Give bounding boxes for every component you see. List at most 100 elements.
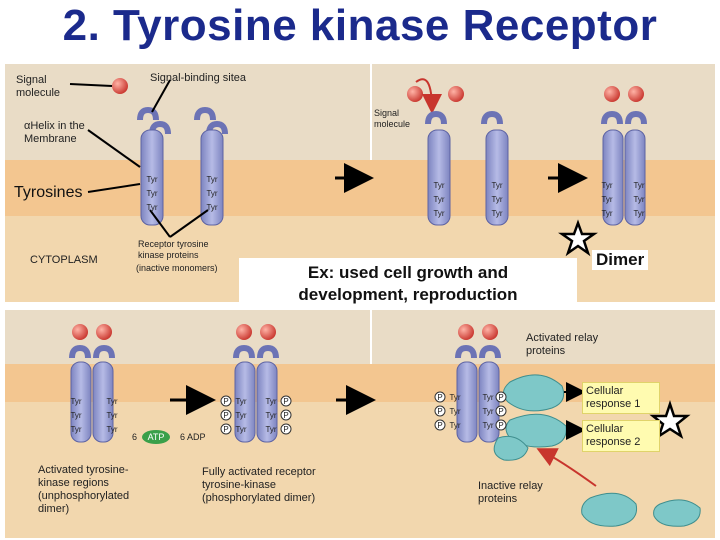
cellular-response-1: Cellular response 1 bbox=[582, 382, 660, 414]
tyr-label: Tyr bbox=[433, 195, 444, 204]
tyr-label: Tyr bbox=[206, 203, 217, 212]
phosphate-label: P bbox=[223, 411, 228, 420]
tyr-label: Tyr bbox=[482, 407, 493, 416]
pointer-binding-site bbox=[151, 79, 171, 113]
recruit-arrow bbox=[536, 448, 597, 487]
relay-protein-active bbox=[493, 435, 529, 461]
phosphate-label: P bbox=[498, 421, 503, 430]
tyr-label: Tyr bbox=[491, 209, 502, 218]
signal-molecule-label-right: Signal molecule bbox=[374, 108, 411, 129]
relay-protein-inactive bbox=[581, 492, 638, 527]
tyr-label: Tyr bbox=[206, 175, 217, 184]
tyr-label: Tyr bbox=[601, 209, 612, 218]
phosphate-label: P bbox=[437, 407, 442, 416]
phosphorylated-dimer bbox=[233, 344, 279, 443]
phosphate-label: P bbox=[223, 425, 228, 434]
inactive-monomers-label: (inactive monomers) bbox=[136, 263, 218, 273]
signal-molecule bbox=[628, 86, 644, 102]
activated-regions-label: Activated tyrosine-kinase regions (unpho… bbox=[38, 464, 130, 515]
receptor-monomer-middle-right bbox=[481, 110, 509, 226]
tyr-label: Tyr bbox=[235, 397, 246, 406]
tyr-label: Tyr bbox=[433, 209, 444, 218]
tyr-label: Tyr bbox=[633, 181, 644, 190]
receptor-dimer bbox=[601, 110, 647, 226]
atp-label: ATP bbox=[148, 432, 165, 442]
tyr-label: Tyr bbox=[106, 397, 117, 406]
pointer-tyrosines bbox=[87, 183, 141, 193]
atp-count: 6 bbox=[132, 432, 137, 442]
tyr-label: Tyr bbox=[601, 181, 612, 190]
phosphate-label: P bbox=[498, 393, 503, 402]
signal-molecule bbox=[260, 324, 276, 340]
tyr-label: Tyr bbox=[633, 209, 644, 218]
phosphate-label: P bbox=[283, 425, 288, 434]
relay-protein-inactive bbox=[653, 499, 701, 527]
signal-molecule bbox=[448, 86, 464, 102]
tyr-label: Tyr bbox=[449, 421, 460, 430]
pointer-receptor-2 bbox=[169, 209, 209, 238]
signal-molecule bbox=[458, 324, 474, 340]
tyrosines-label: Tyrosines bbox=[14, 184, 83, 201]
receptor-proteins-label: Receptor tyrosine kinase proteins bbox=[138, 239, 209, 260]
signal-binding-site-label: Signal-binding sitea bbox=[150, 72, 247, 84]
top-diagram: Tyr Tyr Tyr Tyr Tyr Tyr Tyr Tyr Tyr Tyr … bbox=[5, 64, 715, 302]
tyr-label: Tyr bbox=[491, 181, 502, 190]
example-callout: Ex: used cell growth and development, re… bbox=[239, 258, 577, 310]
phosphate-label: P bbox=[437, 393, 442, 402]
tyr-label: Tyr bbox=[146, 175, 157, 184]
tyr-labels-top: Tyr Tyr Tyr Tyr Tyr Tyr Tyr Tyr Tyr Tyr … bbox=[146, 175, 644, 218]
tyr-label: Tyr bbox=[482, 393, 493, 402]
tyr-label: Tyr bbox=[235, 425, 246, 434]
callout-line-2: development, reproduction bbox=[298, 285, 518, 304]
fully-activated-label: Fully activated receptor tyrosine-kinase… bbox=[202, 466, 316, 504]
tyr-label: Tyr bbox=[146, 189, 157, 198]
phosphate-label: P bbox=[283, 411, 288, 420]
star-icon bbox=[649, 400, 691, 439]
tyr-label: Tyr bbox=[70, 397, 81, 406]
callout-line-1: Ex: used cell growth and bbox=[307, 263, 509, 282]
receptor-monomer-left bbox=[137, 106, 171, 226]
receptor-monomer-middle-left bbox=[425, 110, 451, 226]
signal-molecule bbox=[482, 324, 498, 340]
tyr-label: Tyr bbox=[70, 411, 81, 420]
phosphate-groups: P P P P P P P P P P P P bbox=[220, 391, 507, 435]
tyr-label: Tyr bbox=[449, 407, 460, 416]
atp-molecule bbox=[142, 430, 170, 444]
signal-molecule bbox=[407, 86, 423, 102]
helix-membrane-label: αHelix in the Membrane bbox=[24, 120, 85, 145]
tyr-label: Tyr bbox=[206, 189, 217, 198]
pointer-receptor-1 bbox=[149, 209, 171, 238]
signal-molecule bbox=[96, 324, 112, 340]
phosphate-label: P bbox=[283, 397, 288, 406]
tyr-label: Tyr bbox=[265, 411, 276, 420]
tyr-label: Tyr bbox=[601, 195, 612, 204]
pointer-signal bbox=[69, 83, 113, 87]
tyr-label: Tyr bbox=[265, 425, 276, 434]
tyr-label: Tyr bbox=[491, 195, 502, 204]
signal-molecule bbox=[604, 86, 620, 102]
signal-molecule bbox=[72, 324, 88, 340]
phosphate-label: P bbox=[437, 421, 442, 430]
inactive-relay-label: Inactive relay proteins bbox=[478, 480, 543, 505]
phosphate-label: P bbox=[223, 397, 228, 406]
tyr-label: Tyr bbox=[70, 425, 81, 434]
page-title: 2. Tyrosine kinase Receptor bbox=[62, 1, 658, 50]
tyr-label: Tyr bbox=[265, 397, 276, 406]
activated-relay-label: Activated relay proteins bbox=[526, 332, 599, 357]
pointer-helix bbox=[87, 129, 141, 168]
tyr-label: Tyr bbox=[482, 421, 493, 430]
relay-protein-active bbox=[505, 413, 567, 448]
cellular-response-2: Cellular response 2 bbox=[582, 420, 660, 452]
tyr-label: Tyr bbox=[106, 425, 117, 434]
tyr-labels-bottom: Tyr Tyr Tyr Tyr Tyr Tyr Tyr Tyr Tyr Tyr … bbox=[70, 393, 493, 434]
tyr-label: Tyr bbox=[449, 393, 460, 402]
tyr-label: Tyr bbox=[235, 411, 246, 420]
signal-molecule bbox=[112, 78, 128, 94]
signal-molecule bbox=[236, 324, 252, 340]
tyr-label: Tyr bbox=[106, 411, 117, 420]
activated-dimer bbox=[69, 344, 115, 443]
phosphate-label: P bbox=[498, 407, 503, 416]
star-icon bbox=[558, 219, 598, 257]
tyr-label: Tyr bbox=[433, 181, 444, 190]
tyr-label: Tyr bbox=[633, 195, 644, 204]
